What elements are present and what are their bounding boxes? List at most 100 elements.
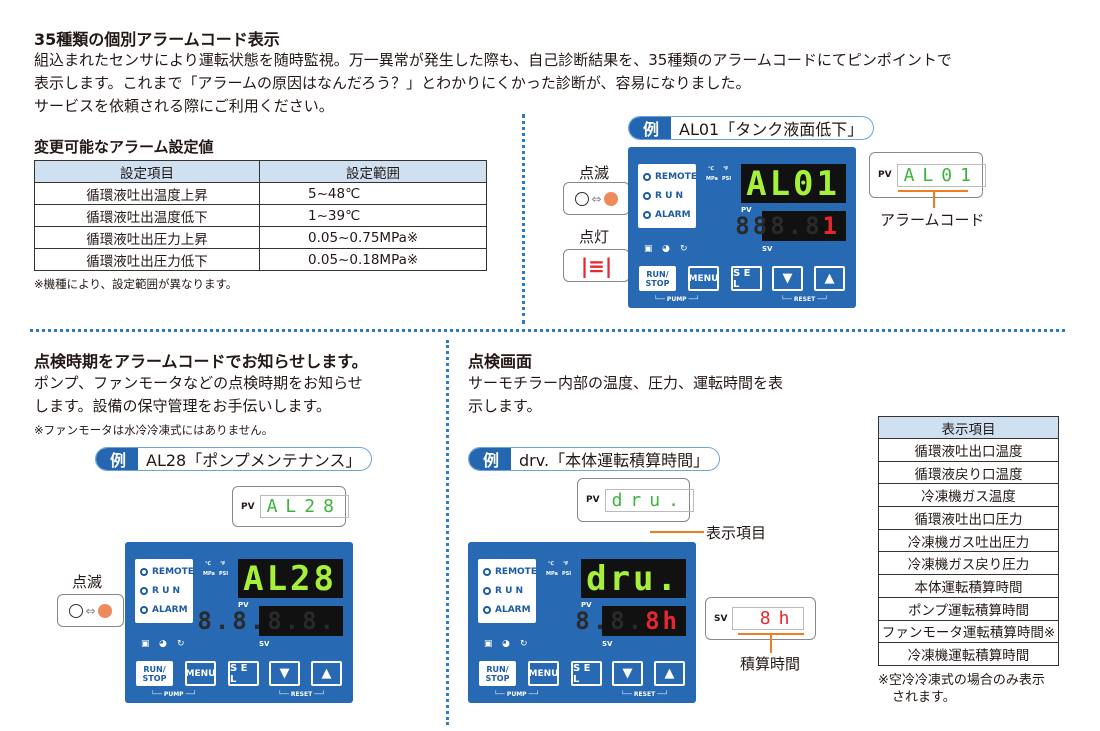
up-button[interactable]: ▲	[311, 661, 342, 686]
cell: 循環液戻り口温度	[878, 460, 1059, 485]
run-indicator: R U N	[643, 191, 683, 201]
sv-label: SV	[259, 640, 270, 648]
divider	[446, 340, 449, 725]
remote-indicator: REMOTE	[643, 172, 697, 182]
down-button[interactable]: ▼	[772, 266, 803, 291]
accumulated-time-caption: 積算時間	[740, 655, 801, 673]
header: 表示項目	[878, 416, 1059, 439]
section2-line: します。設備の保守管理をお手伝いします。	[34, 397, 332, 415]
down-button[interactable]: ▼	[612, 661, 643, 686]
unit-mpa: MPa	[546, 571, 558, 577]
display-items-table: 表示項目循環液吐出口温度循環液戻り口温度冷凍機ガス温度循環液吐出口圧力冷凍機ガス…	[878, 416, 1059, 666]
display-items-note: ※空冷冷凍式の場合のみ表示	[878, 673, 1045, 688]
pv-display: AL28	[238, 559, 343, 599]
timer-icon: ◕	[159, 639, 167, 649]
cell: ポンプ運転積算時間	[878, 596, 1059, 621]
status-indicators: REMOTE R U N ALARM	[478, 559, 537, 623]
cell: 本体運転積算時間	[878, 574, 1059, 598]
cell: 冷凍機ガス吐出圧力	[878, 528, 1059, 553]
section3-line: 示します。	[468, 397, 542, 415]
section2-line: ポンプ、ファンモータなどの点検時期をお知らせ	[34, 374, 363, 392]
cell: 冷凍機運転積算時間	[878, 642, 1059, 666]
menu-button[interactable]: MENU	[185, 661, 216, 686]
up-button[interactable]: ▲	[654, 661, 685, 686]
unit-psi: PSI	[722, 176, 732, 182]
unit-mpa: MPa	[203, 571, 215, 577]
timer-icon: ◕	[662, 244, 670, 254]
pv-code-display: dru.	[604, 488, 694, 512]
section2-title: 点検時期をアラームコードでお知らせします。	[34, 352, 368, 371]
run-indicator: R U N	[483, 586, 523, 596]
unit-f: ℉	[220, 561, 226, 567]
cell: 循環液吐出温度上昇	[34, 182, 260, 205]
menu-button[interactable]: MENU	[528, 661, 559, 686]
badge-text: AL01「タンク液面低下」	[679, 120, 864, 139]
sv-display: 8.8.8h	[575, 606, 686, 636]
pv-label: PV	[238, 601, 249, 609]
refresh-icon: ↻	[680, 244, 688, 254]
pv-label: PV	[878, 170, 892, 180]
display-item-caption: 表示項目	[706, 524, 767, 542]
sel-button[interactable]: S E L	[571, 661, 602, 686]
settings-title: 変更可能なアラーム設定値	[34, 138, 214, 156]
intro-line: サービスを依頼される際にご利用ください。	[34, 97, 334, 115]
badge-text: AL28「ポンプメンテナンス」	[146, 451, 362, 470]
alarm-code-caption: アラームコード	[880, 211, 985, 229]
run-stop-button[interactable]: RUN/ STOP	[136, 661, 173, 686]
cell: 1~39℃	[259, 204, 487, 227]
unit-c: ℃	[548, 561, 555, 567]
sv-code-display: 8h	[732, 607, 805, 630]
run-stop-button[interactable]: RUN/ STOP	[639, 266, 676, 291]
blink-label: 点滅	[72, 573, 103, 591]
section3-title: 点検画面	[468, 352, 533, 371]
reset-label: └── RESET ──┘	[621, 691, 669, 698]
cell: 循環液吐出口温度	[878, 438, 1059, 462]
refresh-icon: ↻	[177, 639, 185, 649]
remote-indicator: REMOTE	[140, 567, 194, 577]
cell: 冷凍機ガス温度	[878, 483, 1059, 508]
unit-f: ℉	[563, 561, 569, 567]
cell: 0.05~0.18MPa※	[259, 248, 487, 271]
tank-icon: ▣	[644, 244, 653, 254]
cell: 循環液吐出口圧力	[878, 506, 1059, 530]
rei-label: 例	[96, 448, 139, 470]
divider	[522, 114, 525, 324]
run-stop-button[interactable]: RUN/ STOP	[479, 661, 516, 686]
menu-button[interactable]: MENU	[688, 266, 719, 291]
pump-label: └── PUMP ──┘	[151, 691, 197, 698]
unit-c: ℃	[708, 166, 715, 172]
cell: 0.05~0.75MPa※	[259, 226, 487, 249]
sel-button[interactable]: S E L	[731, 266, 762, 291]
alarm-indicator: ALARM	[483, 605, 531, 615]
settings-note: ※機種により、設定範囲が異なります。	[34, 277, 238, 291]
cell: 冷凍機ガス戻り圧力	[878, 551, 1059, 576]
alarm-indicator: ALARM	[140, 605, 188, 615]
alarm-code-display: AL28	[259, 495, 349, 518]
unit-f: ℉	[723, 166, 729, 172]
sel-button[interactable]: S E L	[228, 661, 259, 686]
blink-label: 点滅	[579, 164, 610, 182]
sv-label: SV	[762, 245, 773, 253]
pv-label: PV	[581, 601, 592, 609]
up-button[interactable]: ▲	[814, 266, 845, 291]
down-button[interactable]: ▼	[269, 661, 300, 686]
intro-line: 組込まれたセンサにより運転状態を随時監視。万一異常が発生した際も、自己診断結果を…	[34, 51, 952, 69]
timer-icon: ◕	[502, 639, 510, 649]
cell: ファンモータ運転積算時間※	[878, 619, 1059, 644]
remote-indicator: REMOTE	[483, 567, 537, 577]
lit-label: 点灯	[579, 228, 610, 246]
header: 設定項目	[34, 160, 260, 183]
reset-label: └── RESET ──┘	[781, 296, 829, 303]
section2-note: ※ファンモータは水冷冷凍式にはありません。	[34, 423, 274, 437]
badge-text: drv.「本体運転積算時間」	[519, 451, 710, 470]
unit-psi: PSI	[219, 571, 229, 577]
tank-icon: ▣	[484, 639, 493, 649]
